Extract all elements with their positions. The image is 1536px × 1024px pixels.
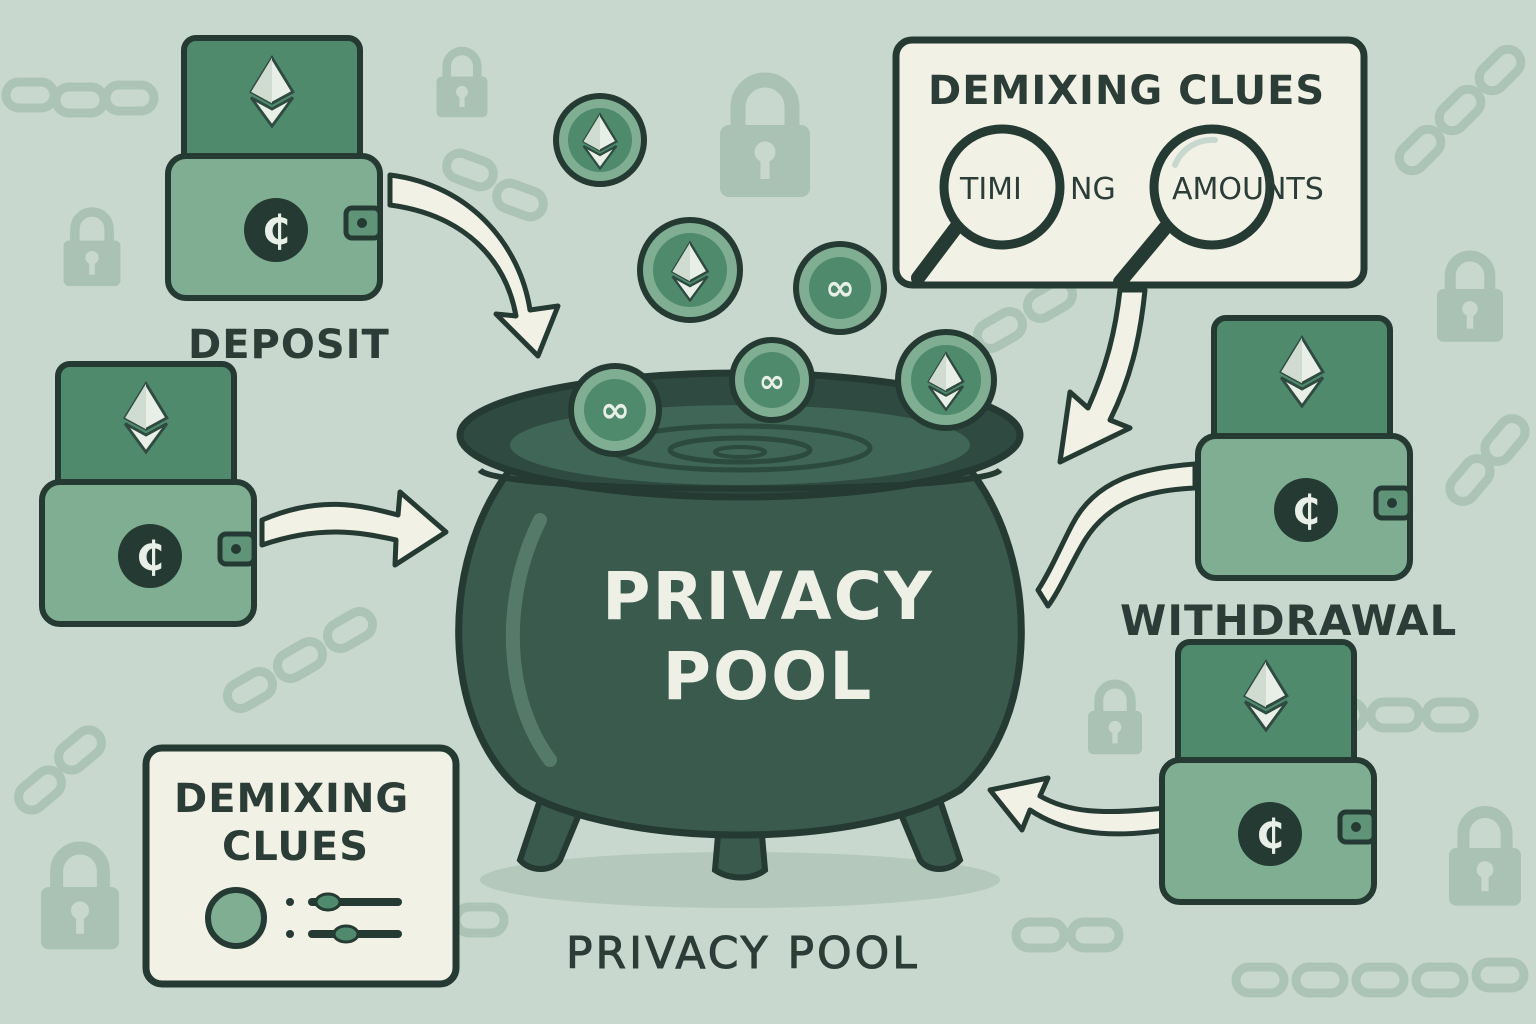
clue-timing-part1: TIMI [960, 172, 1022, 207]
coin-icon [895, 329, 997, 431]
svg-text:∞: ∞ [759, 362, 786, 400]
demixing-clues-panel-bottom [142, 744, 460, 988]
coin-icon: ∞ [568, 363, 662, 457]
svg-text:∞: ∞ [825, 268, 855, 309]
coin-icon [553, 93, 647, 187]
coin-icon: ∞ [793, 241, 887, 335]
clues-bottom-line1: DEMIXING [174, 776, 410, 822]
bottom-caption: PRIVACY POOL [566, 928, 920, 980]
magnifier-icon [1113, 124, 1275, 289]
pot-title-line1: PRIVACY [602, 558, 934, 635]
withdrawal-label: WITHDRAWAL [1120, 596, 1458, 645]
wallet-icon [1198, 318, 1410, 578]
pot-title-line2: POOL [662, 638, 874, 715]
svg-text:∞: ∞ [600, 390, 630, 431]
clue-timing-part2: NG [1070, 172, 1116, 207]
demixing-clues-panel-top [892, 36, 1368, 289]
wallet-icon [168, 38, 380, 298]
coin-icon [637, 217, 743, 323]
deposit-label: DEPOSIT [188, 322, 390, 368]
clue-amounts: AMOUNTS [1172, 172, 1324, 207]
clues-bottom-line2: CLUES [222, 824, 370, 870]
arrow-icon [259, 172, 1198, 837]
coin-icon: ∞ [729, 337, 815, 423]
magnifier-icon [911, 124, 1065, 285]
clues-top-title: DEMIXING CLUES [928, 68, 1326, 114]
